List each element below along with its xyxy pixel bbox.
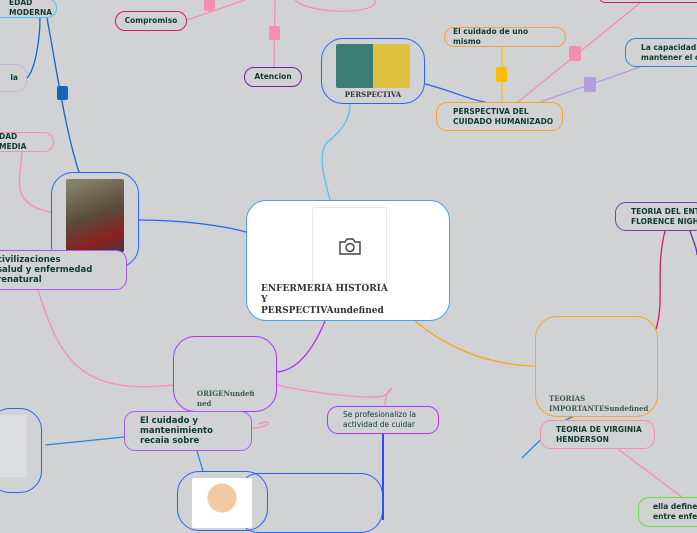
nurse-painting-image	[66, 179, 124, 252]
node-teoria-florence[interactable]: TEORIA DEL ENT FLORENCE NIGHT	[615, 202, 697, 231]
node-label: DAD MEDIA	[0, 132, 27, 151]
node-perspectiva-image[interactable]: PERSPECTIVA	[321, 38, 425, 104]
node-henderson[interactable]: TEORIA DE VIRGINIA HENDERSON	[540, 420, 655, 449]
node-label: Compromiso	[124, 16, 178, 25]
central-topic[interactable]: ENFERMERIA HISTORIA Y PERSPECTIVAundefin…	[246, 200, 450, 321]
node-label: ORIGENundefi ned	[197, 389, 255, 408]
central-title: ENFERMERIA HISTORIA Y PERSPECTIVAundefin…	[261, 284, 388, 316]
node-label: TEORIAS IMPORTANTESundefined	[549, 394, 649, 413]
node-label: PERSPECTIVA	[344, 90, 402, 99]
node-origen[interactable]: ORIGENundefi ned	[173, 336, 277, 412]
node-compromiso[interactable]: Compromiso	[115, 11, 187, 31]
node-ella-define[interactable]: ella define entre enfer	[638, 497, 697, 527]
doctor-cartoon-image	[192, 478, 252, 528]
node-label: la	[10, 73, 18, 82]
node-edad-moderna[interactable]: EDAD MODERNA	[0, 0, 57, 18]
node-label: El cuidado y mantenimiento recaia sobre	[140, 416, 213, 446]
nurses-image	[336, 44, 410, 88]
connector-lines	[18, 0, 697, 520]
node-la[interactable]: la	[0, 64, 27, 92]
node-profesionalizo[interactable]: Se profesionalizo la actividad de cuidar	[327, 406, 439, 434]
node-label: TEORIA DE VIRGINIA HENDERSON	[556, 424, 642, 444]
node-label: PERSPECTIVA DEL CUIDADO HUMANIZADO	[453, 106, 554, 126]
image-placeholder[interactable]	[312, 207, 387, 284]
node-label: ella define entre enfer	[653, 502, 697, 521]
node-label: La capacidad d mantener el cr	[641, 42, 697, 62]
camera-icon	[338, 237, 361, 255]
node-top-right[interactable]	[598, 0, 697, 3]
node-cuidado-mismo[interactable]: El cuidado de uno mismo	[444, 27, 566, 47]
node-label: Se profesionalizo la actividad de cuidar	[343, 410, 416, 429]
node-label: El cuidado de uno mismo	[453, 27, 529, 46]
node-label: EDAD MODERNA	[9, 0, 53, 17]
image-placeholder	[0, 415, 27, 477]
node-perspectiva-humanizado[interactable]: PERSPECTIVA DEL CUIDADO HUMANIZADO	[436, 102, 563, 131]
node-atencion[interactable]: Atencion	[244, 67, 302, 87]
node-left-image[interactable]	[0, 408, 42, 493]
node-capacidad[interactable]: La capacidad d mantener el cr	[625, 38, 697, 67]
node-cuidado-mantenimiento[interactable]: El cuidado y mantenimiento recaia sobre	[124, 411, 252, 451]
node-teorias[interactable]: TEORIAS IMPORTANTESundefined	[535, 316, 658, 417]
node-doctor-image[interactable]	[177, 471, 268, 531]
node-label: TEORIA DEL ENT FLORENCE NIGHT	[631, 206, 697, 226]
node-label: Atencion	[254, 72, 292, 81]
node-edad-media[interactable]: DAD MEDIA	[0, 132, 54, 152]
